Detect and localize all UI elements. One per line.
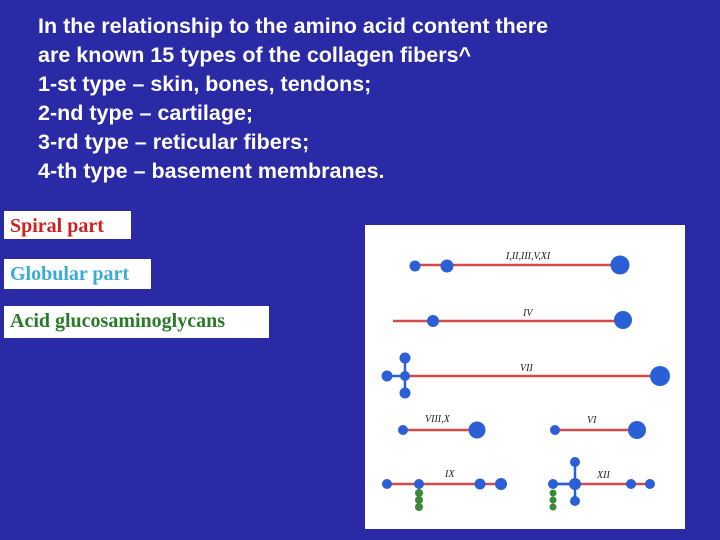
heading-line: In the relationship to the amino acid co…	[38, 14, 549, 38]
legend-acid-label: Acid glucosaminoglycans	[10, 310, 226, 332]
heading-line: 4-th type – basement membranes.	[38, 159, 385, 183]
globule	[409, 260, 421, 272]
legend-globular-label: Globular part	[10, 263, 130, 285]
gag-bead	[415, 503, 423, 511]
collagen-type-12-molecule	[548, 457, 655, 511]
globule	[474, 478, 486, 490]
collagen-type-9-molecule	[382, 478, 507, 511]
globule	[399, 352, 411, 364]
globule	[400, 371, 410, 381]
globule	[626, 479, 636, 489]
globule	[550, 425, 560, 435]
gag-bead	[549, 489, 557, 497]
label-type-12: XII	[596, 470, 610, 481]
gag-bead	[415, 496, 423, 504]
globule	[382, 479, 392, 489]
globule	[610, 255, 630, 275]
heading-line: 1-st type – skin, bones, tendons;	[38, 72, 372, 96]
collagen-type-1-molecule	[409, 255, 630, 275]
heading-line: are known 15 types of the collagen fiber…	[38, 43, 472, 67]
label-type-7: VII	[520, 363, 533, 374]
globule	[570, 496, 580, 506]
globule	[495, 478, 507, 490]
label-type-4: IV	[522, 308, 534, 319]
globule	[614, 311, 632, 329]
globule	[569, 478, 581, 490]
globule	[468, 421, 486, 439]
label-type-8: VIII,X	[425, 414, 451, 425]
legend-acid-glucosaminoglycans: Acid glucosaminoglycans	[4, 306, 269, 338]
label-type-6: VI	[587, 415, 597, 426]
collagen-type-4-molecule	[393, 311, 632, 329]
globule	[381, 370, 393, 382]
globule	[650, 366, 670, 386]
gag-bead	[549, 496, 557, 504]
gag-bead	[549, 503, 557, 511]
collagen-types-diagram: I,II,III,V,XI IV VII VIII,X	[365, 225, 685, 529]
globule	[628, 421, 646, 439]
collagen-type-8-molecule	[398, 421, 486, 439]
legend-spiral-label: Spiral part	[10, 215, 104, 237]
heading-text: In the relationship to the amino acid co…	[38, 12, 548, 186]
globule	[399, 387, 411, 399]
collagen-type-6-molecule	[550, 421, 646, 439]
legend-globular-part: Globular part	[4, 259, 151, 289]
globule	[414, 479, 424, 489]
collagen-type-7-molecule	[381, 352, 670, 399]
label-type-1: I,II,III,V,XI	[505, 251, 551, 262]
gag-bead	[415, 489, 423, 497]
globule	[548, 479, 558, 489]
globule	[398, 425, 408, 435]
globule	[427, 315, 439, 327]
collagen-diagram-svg: I,II,III,V,XI IV VII VIII,X	[381, 251, 670, 511]
globule	[570, 457, 580, 467]
label-type-9: IX	[444, 469, 455, 480]
heading-line: 2-nd type – cartilage;	[38, 101, 254, 125]
globule	[645, 479, 655, 489]
heading-line: 3-rd type – reticular fibers;	[38, 130, 310, 154]
globule	[440, 259, 454, 273]
legend-spiral-part: Spiral part	[4, 211, 131, 239]
